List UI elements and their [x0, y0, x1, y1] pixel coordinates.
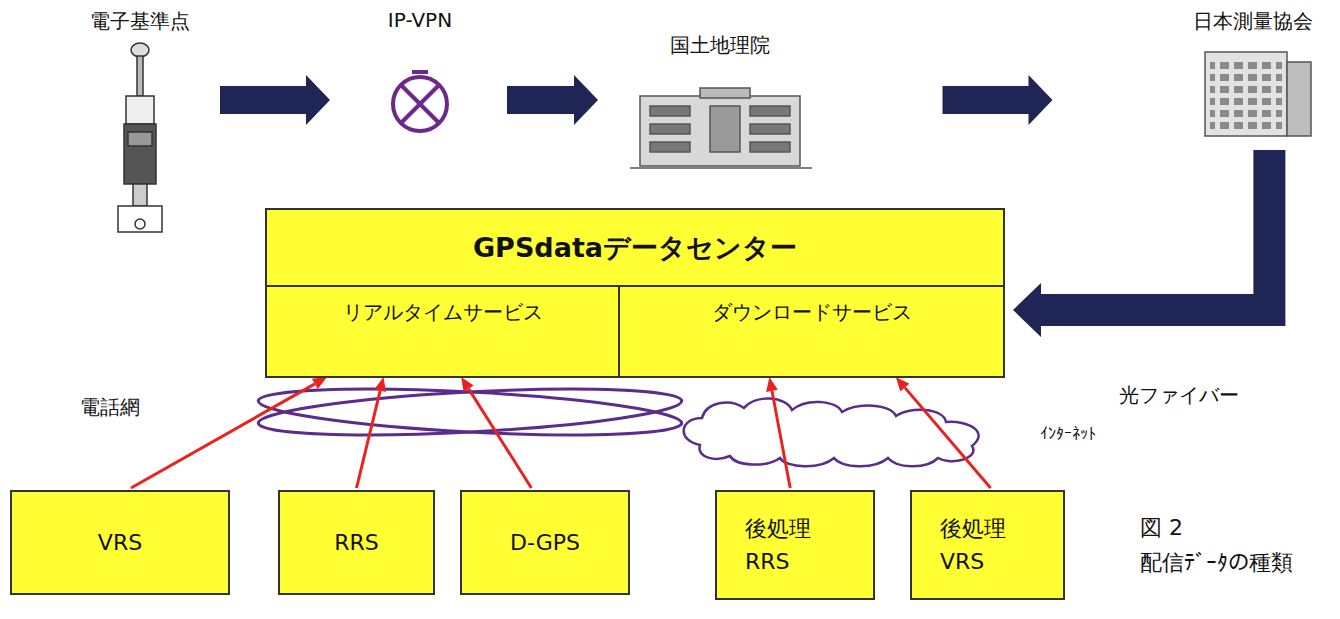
station-node: 電子基準点 — [78, 8, 202, 240]
client-box: 後処理 VRS — [910, 490, 1065, 600]
client-box: 後処理 RRS — [715, 490, 875, 600]
vpn-icon — [393, 72, 447, 131]
flow-arrow — [896, 377, 991, 488]
flow-arrow — [461, 377, 531, 488]
service-box: ダウンロードサービス — [620, 285, 1003, 376]
client-box: RRS — [278, 490, 435, 595]
client-box: VRS — [10, 490, 230, 595]
reference-station-icon — [118, 43, 162, 232]
flow-arrow — [943, 75, 1053, 125]
node-label: 後処理 RRS — [745, 512, 835, 578]
network-node: IP-VPN — [348, 8, 492, 148]
network-label: ｲﾝﾀｰﾈｯﾄ — [1040, 424, 1096, 443]
node-label: RRS — [334, 530, 379, 555]
association-node: 日本測量協会 — [1168, 8, 1337, 140]
node-label: 日本測量協会 — [1168, 8, 1337, 35]
flow-arrow — [357, 377, 387, 488]
node-label: IP-VPN — [348, 8, 492, 32]
node-label: 電子基準点 — [78, 8, 202, 35]
flow-arrow — [220, 75, 330, 125]
service-box: リアルタイムサービス — [267, 285, 620, 376]
node-label: リアルタイムサービス — [343, 287, 543, 376]
edge-label: 光ファイバー — [1119, 382, 1239, 409]
node-label: 国土地理院 — [613, 32, 827, 59]
gsi-building-icon — [630, 88, 812, 168]
network-label: 電話網 — [80, 394, 140, 421]
node-label: ダウンロードサービス — [712, 287, 912, 376]
jsa-building-icon — [1205, 52, 1311, 136]
data-center-box: GPSdataデータセンターリアルタイムサービス ダウンロードサービス — [265, 208, 1005, 378]
node-label: VRS — [98, 530, 142, 555]
internet-cloud — [684, 398, 979, 466]
node-label: 後処理 VRS — [940, 512, 1030, 578]
flow-arrow — [507, 75, 598, 125]
figure-caption: 図 2 配信ﾃﾞｰﾀの種類 — [1140, 510, 1325, 580]
center-title: GPSdataデータセンター — [267, 210, 1003, 285]
node-label: D-GPS — [510, 530, 580, 555]
client-box: D-GPS — [460, 490, 630, 595]
flow-arrow — [131, 377, 327, 488]
agency-node: 国土地理院 — [613, 32, 827, 170]
flow-arrow — [1013, 150, 1285, 337]
flow-arrow — [766, 377, 790, 488]
